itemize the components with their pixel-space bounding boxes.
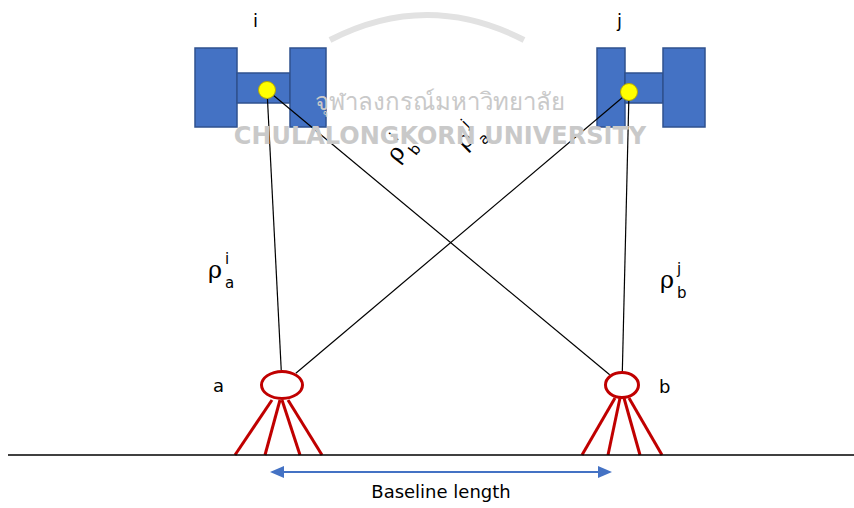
satellite-j (597, 48, 705, 127)
satellite-antenna: j (620, 83, 638, 101)
baseline-label: Baseline length (371, 481, 510, 502)
ground-line (8, 454, 854, 456)
receiver-index: a (225, 274, 234, 292)
receiver-antenna: b (604, 371, 640, 399)
watermark: CHULALONGKORN UNIVERSITY (234, 122, 646, 150)
range-label: ρia (208, 252, 248, 292)
range-label: ρjb (660, 262, 700, 302)
satellite-index: i (225, 250, 229, 268)
seal-watermark (330, 15, 524, 40)
satellite-index: j (677, 260, 681, 278)
range-symbol: ρ (660, 266, 674, 294)
range-symbol: ρ (208, 256, 222, 284)
node-label: i (253, 10, 258, 31)
tripod (582, 398, 662, 455)
satellite-antenna: i (258, 81, 276, 99)
node-label: j (617, 10, 622, 31)
watermark: จุฬาลงกรณ์มหาวิทยาลัย (315, 82, 565, 121)
tripod (235, 400, 322, 455)
satellite-i (195, 48, 326, 127)
node-label: b (659, 376, 670, 397)
receiver-index: b (677, 284, 687, 302)
receiver-antenna: a (260, 370, 304, 400)
node-label: a (213, 375, 224, 396)
baseline-arrow (270, 466, 612, 478)
